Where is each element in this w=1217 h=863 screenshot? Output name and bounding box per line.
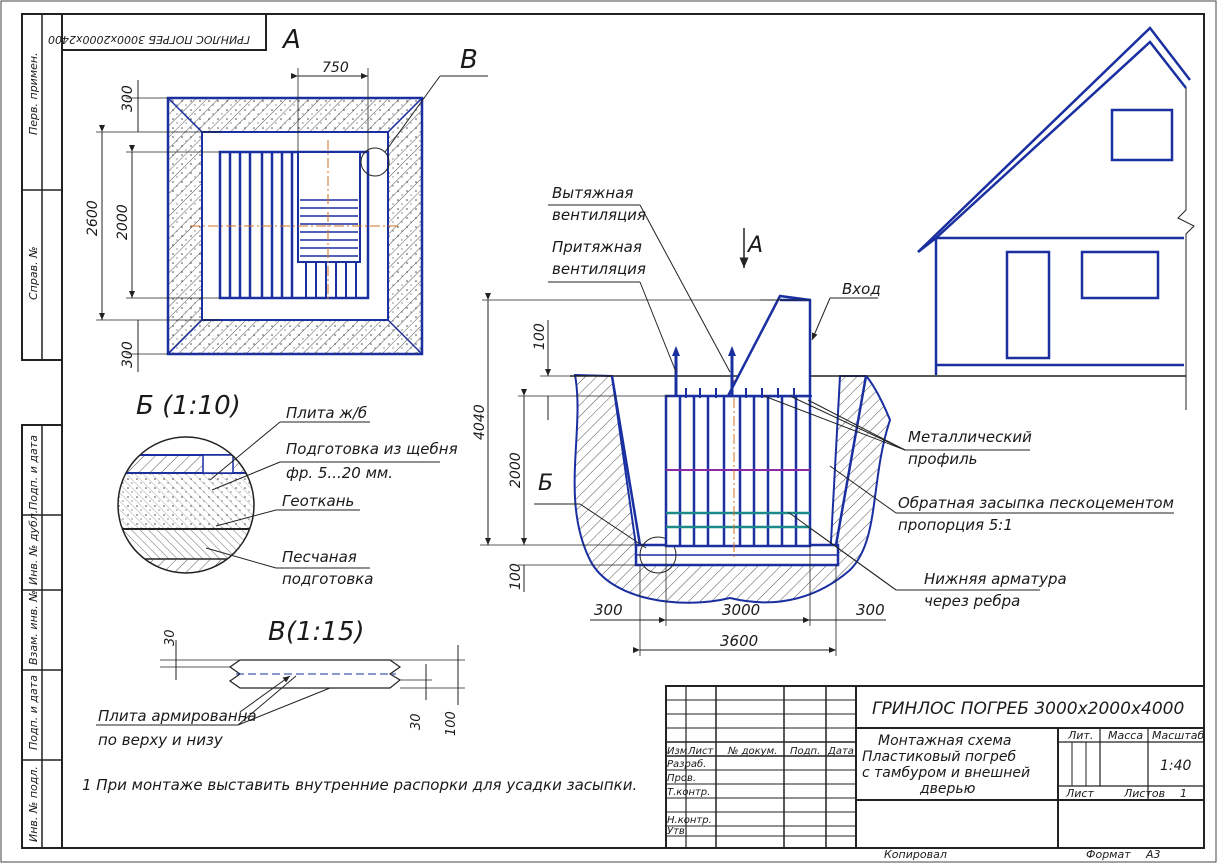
supply-label-2: вентиляция (552, 260, 646, 278)
plan-view-label: А (281, 25, 301, 55)
note-text: 1 При монтаже выставить внутренние распо… (82, 776, 637, 794)
side-label-6: Инв. № подл. (27, 766, 40, 842)
detail-b-label-5: подготовка (282, 570, 373, 588)
detail-b-label-3: Геоткань (282, 492, 354, 510)
rebar-label-2: через ребра (924, 592, 1020, 610)
side-label-2: Подп. и дата (27, 435, 40, 510)
detail-b-label-2: фр. 5...20 мм. (286, 464, 393, 482)
mass-header: Масса (1108, 729, 1143, 742)
backfill-label-2: пропорция 5:1 (898, 516, 1013, 534)
row-utv: Утв. (667, 826, 688, 837)
metal-label-1: Металлический (908, 428, 1032, 446)
row-tkontr: Т.контр. (667, 787, 710, 798)
dim-3000: 3000 (722, 601, 760, 619)
sheet-label: Лист (1065, 787, 1094, 800)
detail-v-label-0: Плита армированна (98, 707, 257, 725)
dim-2000-section: 2000 (508, 452, 524, 488)
format-label: Формат (1086, 848, 1131, 861)
top-stamp-text: ГРИНЛОС ПОГРЕБ 3000х2000х2400 (48, 33, 250, 46)
side-label-1: Справ. № (27, 246, 40, 300)
dim-300-left: 300 (594, 601, 623, 619)
dim-3600: 3600 (720, 632, 758, 650)
sheets-value: 1 (1180, 787, 1187, 800)
dim-30b: 30 (409, 713, 424, 730)
backfill-label-1: Обратная засыпка пескоцементом (898, 494, 1174, 512)
lit-header: Лит. (1067, 729, 1093, 742)
side-label-3: Инв. № дубл. (27, 510, 40, 585)
row-nkontr: Н.контр. (667, 815, 712, 826)
col-date: Дата (827, 746, 854, 757)
scale-header: Масштаб (1152, 729, 1204, 742)
dim-30a: 30 (163, 629, 178, 646)
callout-v-label: В (460, 45, 478, 75)
row-razrab: Разраб. (667, 758, 706, 770)
scale-value: 1:40 (1160, 758, 1192, 774)
supply-label-1: Притяжная (552, 238, 642, 256)
detail-v: В(1:15) 30 30 100 Плита армированна по в… (96, 617, 465, 749)
rebar-label-1: Нижняя арматура (924, 570, 1067, 588)
dim-300-top: 300 (120, 85, 136, 112)
section-view: А Вытяжная вентиляция Притяжная вентиляц… (472, 184, 1186, 656)
top-stamp: ГРИНЛОС ПОГРЕБ 3000х2000х2400 (48, 13, 267, 51)
side-label-4: Взам. инв. № (27, 590, 40, 665)
detail-b-title: Б (1:10) (136, 391, 241, 421)
col-sign: Подп. (790, 746, 820, 757)
house (917, 26, 1191, 375)
detail-b: Б (1:10) Плита ж/б Подготовка из щебня ф… (117, 391, 458, 588)
title-block-title: ГРИНЛОС ПОГРЕБ 3000х2000х4000 (872, 699, 1184, 719)
detail-b-label-0: Плита ж/б (286, 404, 367, 422)
side-label-5: Подп. и дата (27, 675, 40, 750)
col-list: Лист (687, 746, 715, 757)
exhaust-label-1: Вытяжная (552, 184, 633, 202)
dim-100-top: 100 (532, 323, 548, 350)
entrance-label: Вход (842, 280, 881, 298)
sheets-label: Листов (1123, 787, 1165, 800)
col-izm: Изм (667, 746, 688, 757)
detail-b-label-1: Подготовка из щебня (286, 440, 458, 458)
b-mark: Б (538, 471, 553, 496)
dim-2000: 2000 (115, 204, 131, 240)
col-doc: № докум. (727, 746, 777, 757)
copied-label: Копировал (884, 848, 947, 861)
arrow-a-label: А (746, 233, 763, 258)
detail-v-title: В(1:15) (268, 617, 365, 647)
dim-100: 100 (444, 711, 459, 736)
side-label-0: Перв. примен. (27, 52, 40, 135)
title-desc-3: дверью (919, 781, 976, 797)
title-desc-1: Пластиковый погреб (862, 749, 1016, 765)
dim-300-right: 300 (856, 601, 885, 619)
title-desc-2: с тамбуром и внешней (862, 765, 1030, 781)
exhaust-label-2: вентиляция (552, 206, 646, 224)
detail-b-label-4: Песчаная (282, 548, 357, 566)
metal-label-2: профиль (908, 450, 978, 468)
dim-100-bottom: 100 (508, 563, 524, 590)
dim-4040: 4040 (472, 404, 488, 440)
format-value: А3 (1145, 848, 1161, 861)
plan-view: А В (85, 25, 488, 372)
dim-300-bottom: 300 (120, 341, 136, 368)
side-stamp: Перв. примен. Справ. № Подп. и дата Инв.… (21, 13, 63, 849)
dim-750: 750 (322, 60, 349, 76)
title-desc-0: Монтажная схема (878, 733, 1012, 749)
dim-2600: 2600 (85, 200, 101, 236)
detail-v-label-1: по верху и низу (98, 731, 224, 749)
title-block (665, 685, 1205, 849)
row-prov: Пров. (667, 773, 696, 784)
title-block-text: ГРИНЛОС ПОГРЕБ 3000х2000х4000 Монтажная … (667, 699, 1204, 861)
